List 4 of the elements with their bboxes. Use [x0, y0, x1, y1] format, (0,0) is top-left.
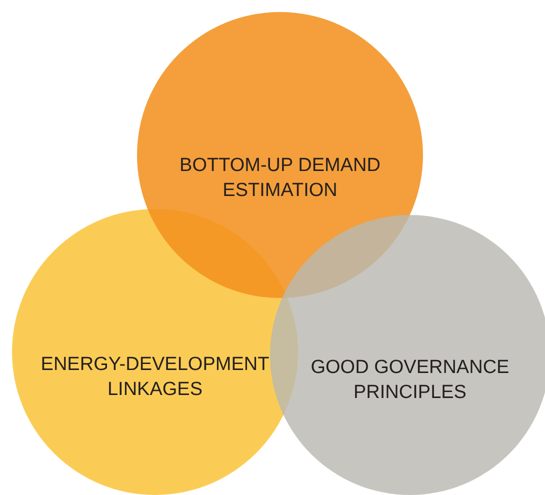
- circle-label: BOTTOM-UP DEMAND ESTIMATION: [178, 154, 382, 203]
- circle-label: GOOD GOVERNANCE PRINCIPLES: [310, 356, 510, 405]
- circle-label: ENERGY-DEVELOPMENT LINKAGES: [40, 353, 270, 402]
- venn-circle: [137, 12, 423, 298]
